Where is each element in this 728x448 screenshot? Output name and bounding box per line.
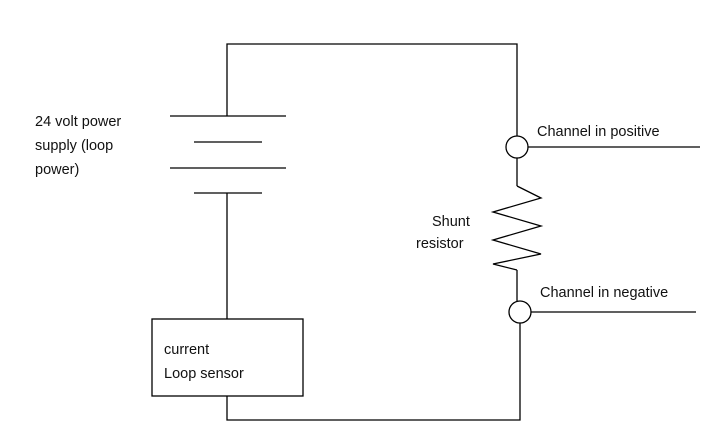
shunt-resistor-label-line-1: Shunt bbox=[432, 214, 470, 230]
power-supply-label-line-3: power) bbox=[35, 162, 79, 178]
bottom-wire bbox=[226, 323, 521, 421]
power-supply-label-line-2: supply (loop bbox=[35, 138, 113, 154]
power-supply-label: 24 volt power supply (loop power) bbox=[35, 114, 125, 178]
channel-negative-terminal bbox=[508, 300, 532, 324]
shunt-resistor-symbol bbox=[490, 185, 544, 271]
loop-sensor-label: current Loop sensor bbox=[164, 342, 244, 382]
channel-positive-terminal bbox=[505, 135, 529, 159]
loop-sensor-label-line-2: Loop sensor bbox=[164, 366, 244, 382]
channel-negative-label: Channel in negative bbox=[540, 285, 668, 301]
shunt-resistor-label-line-2: resistor bbox=[416, 236, 464, 252]
power-supply-label-line-1: 24 volt power bbox=[35, 114, 121, 130]
top-wire bbox=[226, 43, 518, 137]
shunt-resistor-label: Shunt resistor bbox=[416, 214, 474, 252]
loop-sensor-label-line-1: current bbox=[164, 342, 209, 358]
loop-sensor-box bbox=[151, 318, 304, 397]
battery-symbol bbox=[170, 115, 286, 194]
channel-positive-label: Channel in positive bbox=[537, 124, 660, 140]
